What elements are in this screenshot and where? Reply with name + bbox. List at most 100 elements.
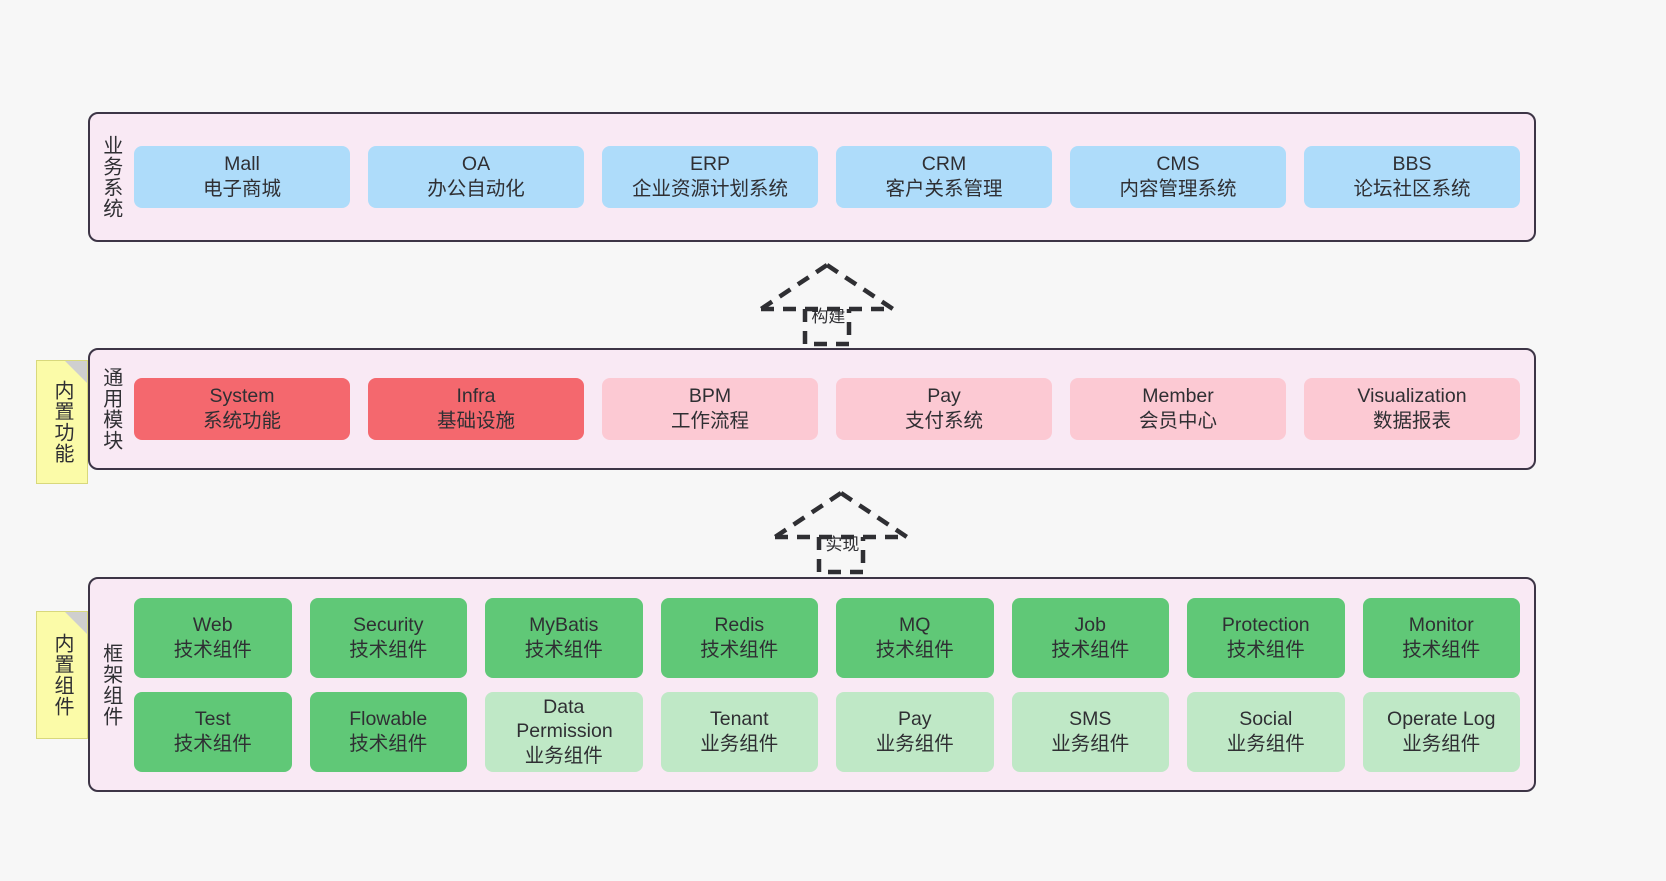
card-crm[interactable]: CRM 客户关系管理 [836, 146, 1052, 208]
card-visualization-subtitle: 数据报表 [1372, 410, 1451, 432]
card-cms-title: CMS [1156, 153, 1200, 176]
card-tenant-subtitle: 业务组件 [700, 732, 779, 755]
card-protection-subtitle: 技术组件 [1226, 638, 1305, 661]
note-builtin-components-label: 内置组件 [51, 633, 73, 717]
card-tenant[interactable]: Tenant 业务组件 [660, 691, 818, 772]
arrow-stem-build [802, 309, 852, 347]
layer-body-business-system: Mall 电子商城 OA 办公自动化 ERP 企业资源计划系统 CRM 客户关系… [130, 114, 1534, 240]
card-flowable[interactable]: Flowable 技术组件 [309, 691, 467, 772]
card-member-subtitle: 会员中心 [1138, 410, 1217, 432]
layer-common-modules: 通用模块 System 系统功能 Infra 基础设施 BPM 工作流程 Pay… [88, 348, 1536, 470]
row-business-components: Test 技术组件 Flowable 技术组件 Data Permission … [134, 691, 1520, 772]
card-mq-title: MQ [899, 613, 931, 636]
card-mybatis-title: MyBatis [529, 613, 599, 636]
card-infra-subtitle: 基础设施 [436, 410, 515, 432]
card-protection[interactable]: Protection 技术组件 [1187, 597, 1345, 678]
card-crm-subtitle: 客户关系管理 [885, 178, 1003, 200]
note-fold-corner-icon-2 [65, 612, 87, 634]
card-data-permission[interactable]: Data Permission 业务组件 [485, 691, 643, 772]
card-oa-title: OA [461, 153, 491, 176]
note-builtin-functions-label: 内置功能 [51, 380, 73, 464]
row-common-modules: System 系统功能 Infra 基础设施 BPM 工作流程 Pay 支付系统… [134, 378, 1520, 440]
card-security-title: Security [353, 613, 424, 636]
card-bpm-subtitle: 工作流程 [670, 410, 749, 432]
card-protection-title: Protection [1221, 613, 1310, 636]
layer-title-business-system: 业务系统 [99, 135, 122, 219]
card-operate-log-title: Operate Log [1387, 707, 1496, 730]
card-system[interactable]: System 系统功能 [134, 378, 350, 440]
card-oa[interactable]: OA 办公自动化 [368, 146, 584, 208]
arrow-head-implement [773, 491, 909, 539]
card-mybatis-subtitle: 技术组件 [524, 638, 603, 661]
card-monitor-title: Monitor [1408, 613, 1474, 636]
card-web-subtitle: 技术组件 [173, 638, 252, 661]
note-builtin-components: 内置组件 [36, 611, 88, 739]
card-social-subtitle: 业务组件 [1226, 732, 1305, 755]
connector-implement: 实现 [772, 490, 910, 575]
card-redis-subtitle: 技术组件 [700, 638, 779, 661]
card-mall[interactable]: Mall 电子商城 [134, 146, 350, 208]
card-cms-subtitle: 内容管理系统 [1119, 178, 1237, 200]
card-sms-title: SMS [1069, 707, 1112, 730]
layer-body-framework-components: Web 技术组件 Security 技术组件 MyBatis 技术组件 Redi… [130, 579, 1534, 790]
card-sms-subtitle: 业务组件 [1051, 732, 1130, 755]
card-crm-title: CRM [921, 153, 967, 176]
card-pay-module-title: Pay [927, 385, 961, 408]
card-job[interactable]: Job 技术组件 [1011, 597, 1169, 678]
arrow-stem-implement [816, 537, 866, 575]
card-social-title: Social [1239, 707, 1293, 730]
card-social[interactable]: Social 业务组件 [1187, 691, 1345, 772]
card-security-subtitle: 技术组件 [349, 638, 428, 661]
card-erp[interactable]: ERP 企业资源计划系统 [602, 146, 818, 208]
card-erp-title: ERP [689, 153, 731, 176]
card-sms[interactable]: SMS 业务组件 [1011, 691, 1169, 772]
card-security[interactable]: Security 技术组件 [309, 597, 467, 678]
note-fold-corner-icon [65, 361, 87, 383]
card-visualization[interactable]: Visualization 数据报表 [1304, 378, 1520, 440]
card-system-subtitle: 系统功能 [202, 410, 281, 432]
card-operate-log[interactable]: Operate Log 业务组件 [1362, 691, 1520, 772]
card-test-title: Test [194, 707, 231, 730]
card-cms[interactable]: CMS 内容管理系统 [1070, 146, 1286, 208]
card-bpm[interactable]: BPM 工作流程 [602, 378, 818, 440]
card-system-title: System [209, 385, 275, 408]
card-operate-log-subtitle: 业务组件 [1402, 732, 1481, 755]
card-oa-subtitle: 办公自动化 [427, 178, 525, 200]
row-business-systems: Mall 电子商城 OA 办公自动化 ERP 企业资源计划系统 CRM 客户关系… [134, 146, 1520, 208]
card-pay-module-subtitle: 支付系统 [904, 410, 983, 432]
card-bbs-title: BBS [1392, 153, 1432, 176]
card-pay-module[interactable]: Pay 支付系统 [836, 378, 1052, 440]
card-job-title: Job [1074, 613, 1106, 636]
card-member[interactable]: Member 会员中心 [1070, 378, 1286, 440]
card-mybatis[interactable]: MyBatis 技术组件 [485, 597, 643, 678]
layer-framework-components: 框架组件 Web 技术组件 Security 技术组件 MyBatis 技术组件… [88, 577, 1536, 792]
card-test-subtitle: 技术组件 [173, 732, 252, 755]
card-infra-title: Infra [456, 385, 496, 408]
arrow-head-build [759, 263, 895, 311]
card-job-subtitle: 技术组件 [1051, 638, 1130, 661]
card-pay-component-title: Pay [897, 707, 932, 730]
card-mall-title: Mall [224, 153, 260, 176]
card-web[interactable]: Web 技术组件 [134, 597, 292, 678]
card-mq[interactable]: MQ 技术组件 [836, 597, 994, 678]
card-member-title: Member [1142, 385, 1214, 408]
card-pay-component-subtitle: 业务组件 [875, 732, 954, 755]
card-monitor[interactable]: Monitor 技术组件 [1362, 597, 1520, 678]
card-bpm-title: BPM [688, 385, 732, 408]
card-web-title: Web [192, 613, 233, 636]
row-technical-components: Web 技术组件 Security 技术组件 MyBatis 技术组件 Redi… [134, 597, 1520, 678]
card-tenant-title: Tenant [709, 707, 769, 730]
card-infra[interactable]: Infra 基础设施 [368, 378, 584, 440]
layer-title-common-modules: 通用模块 [99, 367, 122, 451]
layer-business-system: 业务系统 Mall 电子商城 OA 办公自动化 ERP 企业资源计划系统 CRM… [88, 112, 1536, 242]
card-data-permission-subtitle: 业务组件 [524, 744, 603, 767]
layer-body-common-modules: System 系统功能 Infra 基础设施 BPM 工作流程 Pay 支付系统… [130, 350, 1534, 468]
card-monitor-subtitle: 技术组件 [1402, 638, 1481, 661]
card-bbs-subtitle: 论坛社区系统 [1353, 178, 1471, 200]
card-pay-component[interactable]: Pay 业务组件 [836, 691, 994, 772]
card-test[interactable]: Test 技术组件 [134, 691, 292, 772]
layer-title-framework-components: 框架组件 [99, 642, 122, 727]
card-redis[interactable]: Redis 技术组件 [660, 597, 818, 678]
card-bbs[interactable]: BBS 论坛社区系统 [1304, 146, 1520, 208]
